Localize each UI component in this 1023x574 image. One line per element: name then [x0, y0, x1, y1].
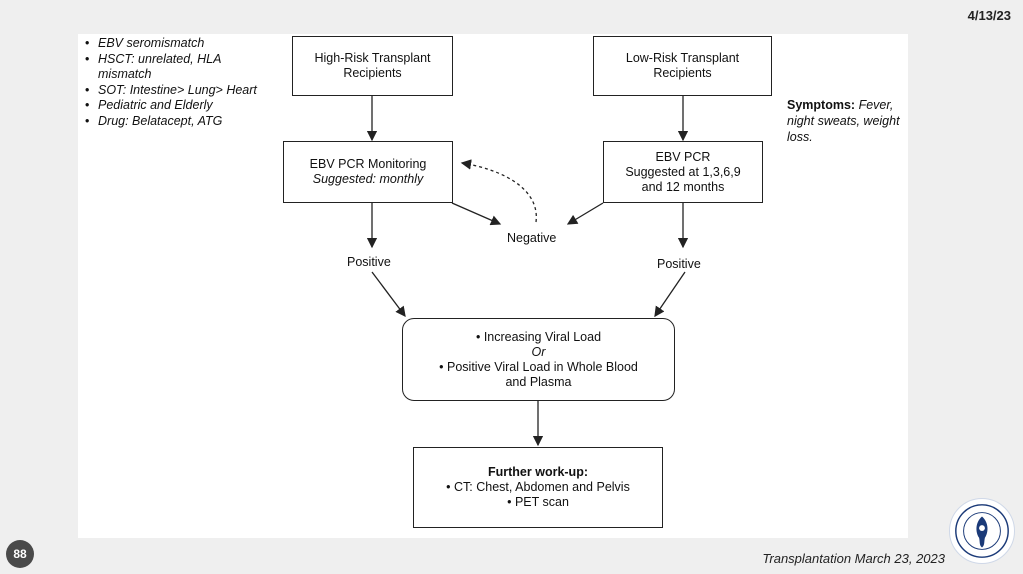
arrow-pcr-to-negative — [566, 202, 604, 225]
high-risk-box: High-Risk Transplant Recipients — [292, 36, 453, 96]
symptoms-label: Symptoms: — [787, 98, 856, 112]
citation: Transplantation March 23, 2023 — [762, 551, 945, 566]
risk-factor-list: EBV seromismatch HSCT: unrelated, HLA mi… — [84, 36, 268, 129]
monitoring-box: EBV PCR Monitoring Suggested: monthly — [283, 141, 453, 203]
monitoring-line1: EBV PCR Monitoring — [309, 157, 427, 171]
workup-box: Further work-up: • CT: Chest, Abdomen an… — [413, 447, 663, 528]
risk-factor-item: Drug: Belatacept, ATG — [85, 114, 268, 130]
criteria-or: Or — [531, 344, 546, 359]
negative-label: Negative — [507, 231, 557, 245]
low-risk-box: Low-Risk Transplant Recipients — [593, 36, 772, 96]
workup-title: Further work-up: — [488, 465, 588, 479]
society-logo-icon — [949, 498, 1015, 564]
risk-factor-item: HSCT: unrelated, HLA mismatch — [85, 52, 268, 83]
symptoms-text: Fever, night sweats, weight loss. — [787, 98, 900, 144]
positive-left-label: Positive — [347, 255, 391, 269]
criteria-box: • Increasing Viral Load Or • Positive Vi… — [402, 318, 675, 401]
arrow-positive-left-to-criteria — [371, 271, 406, 318]
criteria-item2b: and Plasma — [505, 374, 572, 389]
pcr-line1: EBV PCR — [655, 149, 711, 164]
risk-factor-item: EBV seromismatch — [85, 36, 268, 52]
arrow-positive-right-to-criteria — [654, 271, 686, 318]
pcr-line3: and 12 months — [641, 179, 725, 194]
slide-date: 4/13/23 — [967, 8, 1011, 23]
workup-item2: • PET scan — [507, 495, 569, 509]
page-number-badge: 88 — [6, 540, 34, 568]
arrow-negative-loop — [460, 159, 537, 223]
risk-factor-item: Pediatric and Elderly — [85, 98, 268, 114]
low-risk-line2: Recipients — [653, 66, 712, 80]
symptoms-note: Symptoms: Fever, night sweats, weight lo… — [787, 97, 907, 145]
pcr-box: EBV PCR Suggested at 1,3,6,9 and 12 mont… — [603, 141, 763, 203]
criteria-item2: • Positive Viral Load in Whole Blood — [439, 359, 638, 374]
high-risk-line2: Recipients — [343, 66, 402, 80]
arrow-monitoring-to-negative — [451, 202, 502, 226]
pcr-line2: Suggested at 1,3,6,9 — [625, 164, 741, 179]
low-risk-line1: Low-Risk Transplant — [625, 51, 740, 65]
monitoring-line2: Suggested: monthly — [312, 172, 424, 186]
criteria-item1: • Increasing Viral Load — [475, 329, 602, 344]
positive-right-label: Positive — [657, 257, 701, 271]
risk-factor-item: SOT: Intestine> Lung> Heart — [85, 83, 268, 99]
workup-item1: • CT: Chest, Abdomen and Pelvis — [446, 480, 630, 494]
high-risk-line1: High-Risk Transplant — [314, 51, 431, 65]
